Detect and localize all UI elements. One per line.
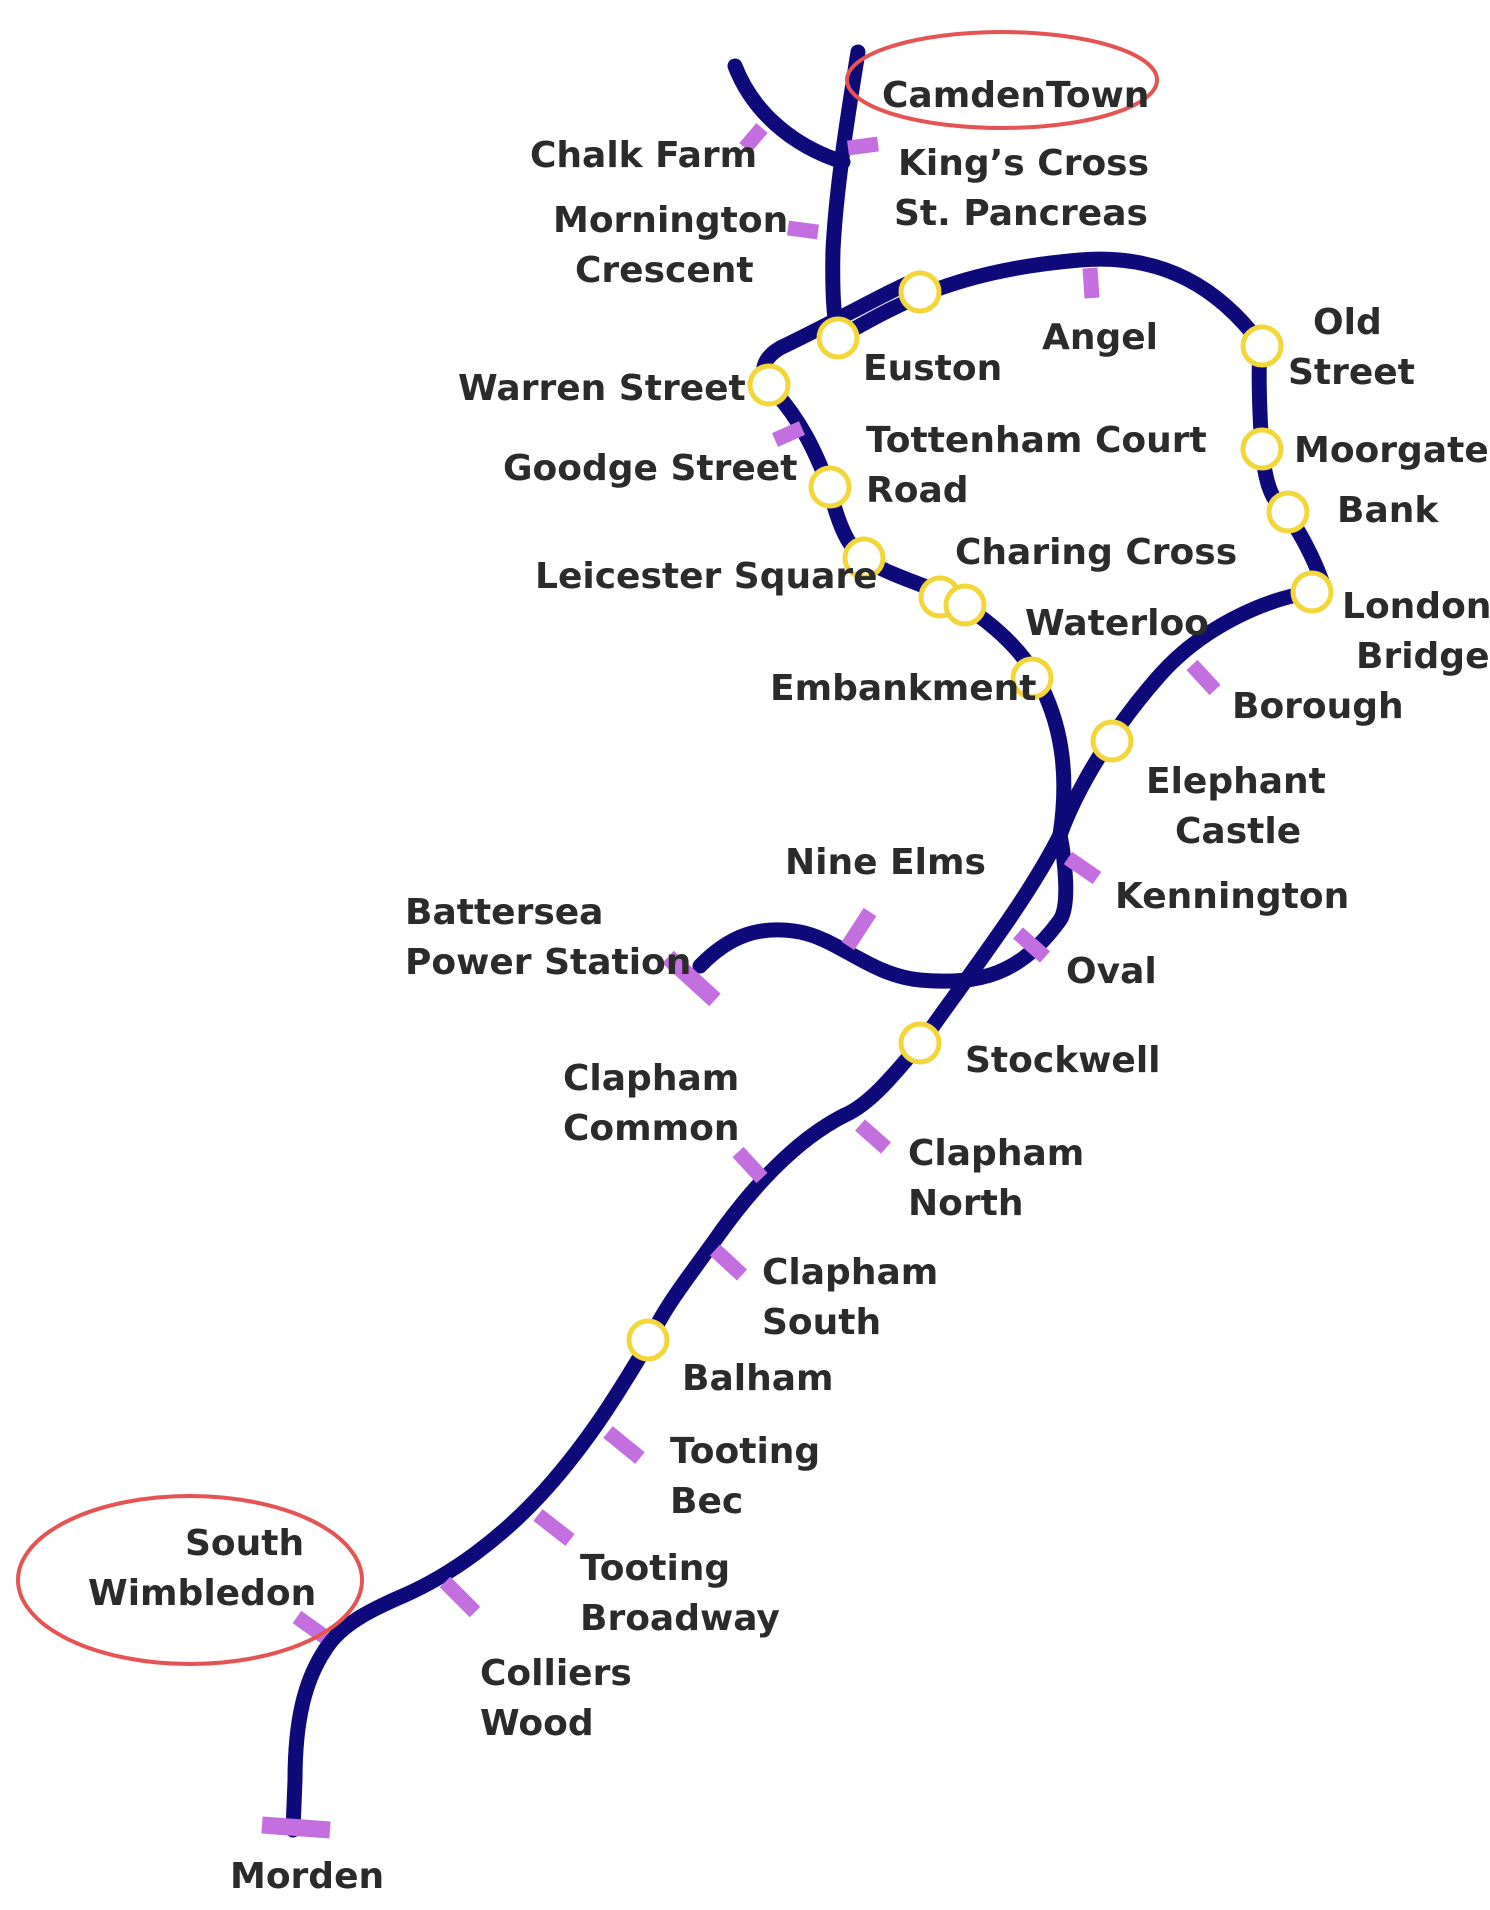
- label-leicester-square: Leicester Square: [535, 556, 878, 597]
- interchange-moorgate: [1240, 427, 1284, 471]
- interchange-stations: [626, 270, 1334, 1362]
- label-morden: Morden: [230, 1856, 384, 1897]
- interchange-embankment: [1010, 656, 1054, 700]
- label-goodge-street: Goodge Street: [503, 448, 797, 489]
- tick-goodge-street: [771, 421, 806, 447]
- label-chalk-farm: Chalk Farm: [530, 135, 757, 176]
- label-angel: Angel: [1042, 317, 1158, 358]
- label-bank: Bank: [1337, 490, 1439, 531]
- label-clapham-south: Clapham South: [762, 1252, 951, 1343]
- interchange-stockwell: [898, 1021, 942, 1065]
- track-balham-to-wimbledon: [317, 1332, 658, 1658]
- interchange-london-bridge: [1290, 570, 1334, 614]
- station-ticks: [261, 123, 1221, 1839]
- label-mornington-crescent: Mornington Crescent: [553, 200, 801, 291]
- interchange-euston: [816, 316, 860, 360]
- interchange-balham: [626, 1318, 670, 1362]
- label-battersea: Battersea Power Station: [405, 892, 691, 983]
- track-camden-to-euston: [825, 44, 866, 346]
- label-nine-elms: Nine Elms: [785, 842, 986, 883]
- track-northern-line-extension: [692, 827, 1074, 989]
- label-clapham-common: Clapham Common: [563, 1058, 752, 1149]
- track-lines: [285, 44, 1333, 1838]
- label-euston: Euston: [863, 348, 1002, 389]
- interchange-leicester-square: [842, 536, 886, 580]
- tick-angel: [1082, 267, 1100, 299]
- label-clapham-north: Clapham North: [908, 1133, 1097, 1224]
- tick-nine-elms: [841, 907, 877, 951]
- track-bank-branch-south: [1052, 584, 1320, 843]
- label-stockwell: Stockwell: [965, 1040, 1161, 1081]
- label-embankment: Embankment: [770, 668, 1037, 709]
- label-elephant-castle: Elephant Castle: [1146, 761, 1338, 852]
- label-south-wimbledon: South Wimbledon: [88, 1523, 317, 1614]
- label-moorgate: Moorgate: [1294, 430, 1489, 471]
- label-tooting-broadway: Tooting Broadway: [580, 1548, 780, 1639]
- label-kings-cross: King’s Cross St. Pancreas: [894, 143, 1162, 234]
- label-waterloo: Waterloo: [1025, 603, 1209, 644]
- tick-kings-cross: [847, 136, 879, 156]
- tick-tooting-broadway: [533, 1509, 575, 1546]
- tick-colliers-wood: [439, 1576, 481, 1618]
- tick-oval: [1013, 927, 1050, 963]
- label-colliers-wood: Colliers Wood: [480, 1653, 644, 1744]
- track-chalk-farm-branch: [727, 58, 851, 170]
- interchange-warren-street: [747, 363, 791, 407]
- tick-mornington-crescent: [787, 220, 819, 240]
- tick-borough: [1186, 659, 1221, 696]
- interchange-euston-east: [898, 270, 942, 314]
- interchange-old-street: [1240, 324, 1284, 368]
- track-bank-branch-east: [1251, 335, 1333, 598]
- interchange-charing-cross-2: [943, 583, 987, 627]
- highlight-camden-town: [845, 30, 1159, 130]
- label-warren-street: Warren Street: [458, 368, 746, 409]
- interchange-elephant-castle: [1090, 719, 1134, 763]
- label-borough: Borough: [1232, 686, 1404, 727]
- label-camden-town: CamdenTown: [882, 75, 1149, 116]
- label-oval: Oval: [1066, 951, 1157, 992]
- label-tooting-bec: Tooting Bec: [670, 1431, 833, 1522]
- label-balham: Balham: [682, 1358, 834, 1399]
- track-kennington-to-clapham: [837, 827, 1068, 1123]
- label-charing-cross: Charing Cross: [955, 532, 1237, 573]
- track-bank-branch-north: [830, 251, 1268, 351]
- terminus-battersea: [662, 950, 721, 1007]
- tick-tooting-bec: [603, 1426, 645, 1464]
- interchange-bank: [1266, 490, 1310, 534]
- terminus-morden: [261, 1816, 331, 1839]
- interchange-tottenham-court-road: [808, 465, 852, 509]
- label-london-bridge: London Bridge: [1342, 586, 1490, 677]
- label-tottenham-court-road: Tottenham Court Road: [866, 420, 1219, 511]
- station-labels: CamdenTown Chalk Farm King’s Cross St. P…: [88, 75, 1490, 1897]
- highlight-south-wimbledon: [16, 1494, 364, 1666]
- tick-clapham-north: [855, 1119, 891, 1154]
- track-wimbledon-to-morden: [285, 1642, 333, 1838]
- tick-kennington: [1063, 851, 1102, 885]
- highlight-markers: [16, 30, 1159, 1666]
- tick-chalk-farm: [739, 123, 768, 153]
- track-clapham-to-balham: [642, 1107, 853, 1348]
- label-kennington: Kennington: [1115, 876, 1349, 917]
- tick-clapham-south: [709, 1244, 748, 1281]
- label-old-street: Old Street: [1288, 302, 1415, 393]
- tick-clapham-common: [732, 1146, 768, 1184]
